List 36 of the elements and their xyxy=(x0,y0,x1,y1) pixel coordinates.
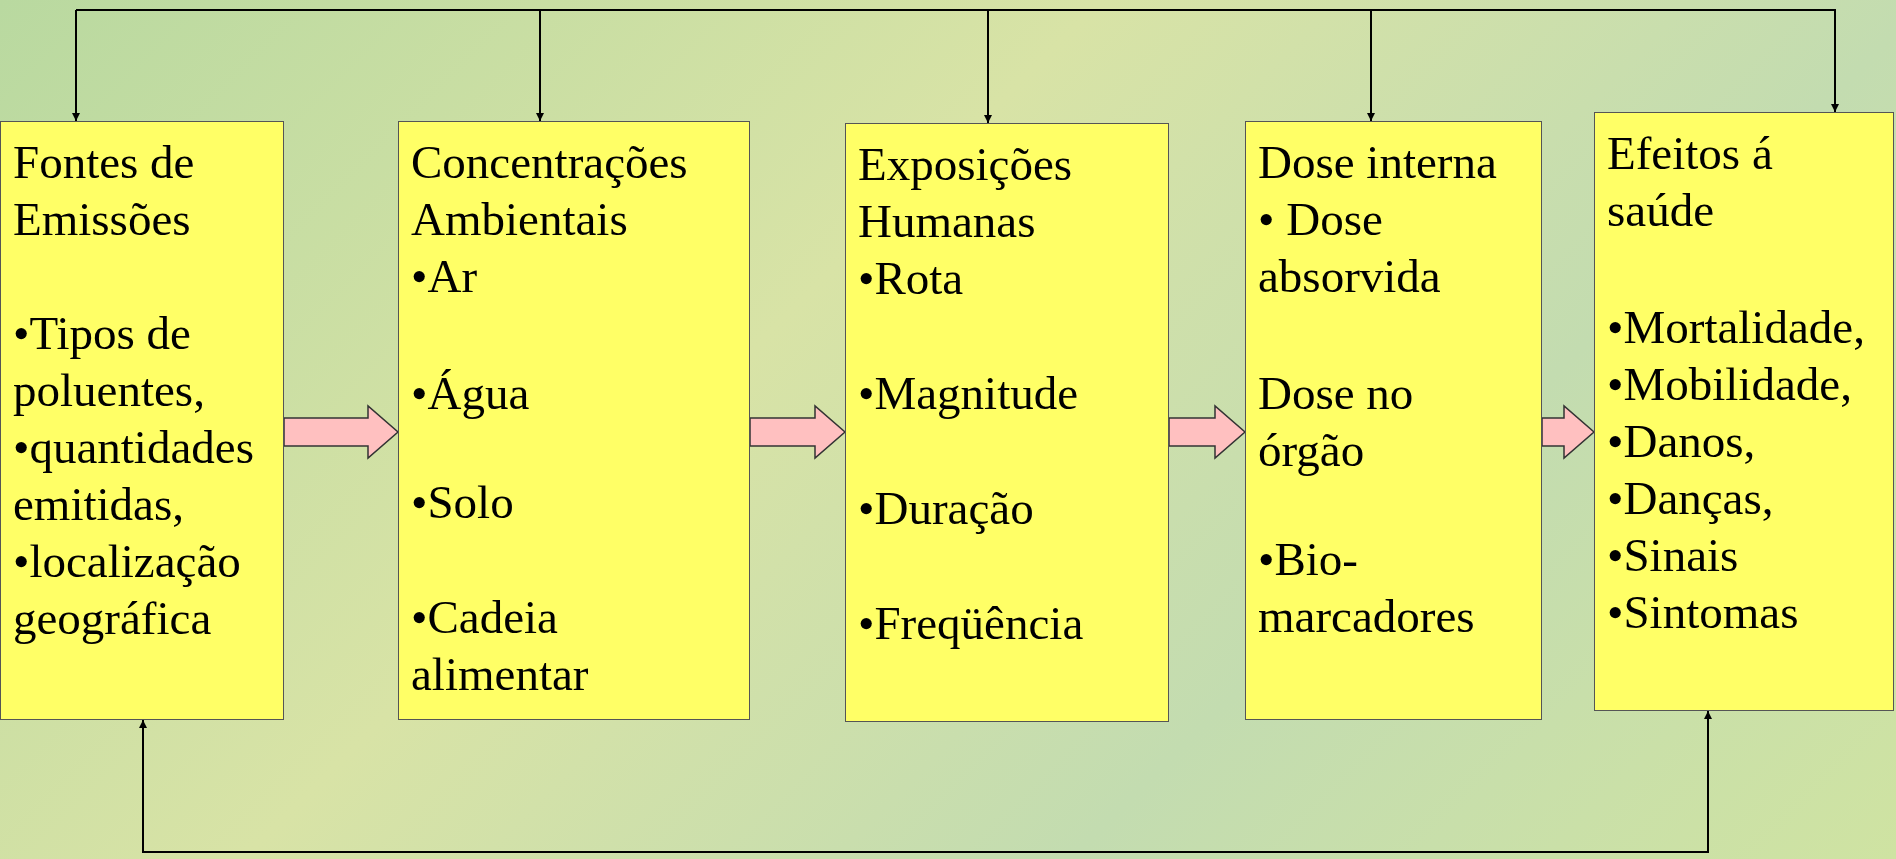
list-item: •Tipos de poluentes, xyxy=(13,306,206,418)
box-heading: Efeitos á saúde xyxy=(1607,126,1774,238)
list-item: •Ar xyxy=(411,249,478,304)
list-item: •quantidades emitidas, xyxy=(13,420,255,532)
list-item: •Danças, xyxy=(1607,471,1774,526)
list-item: •Cadeia alimentar xyxy=(411,590,590,702)
list-item: •Sintomas xyxy=(1607,585,1799,640)
list-item: •Bio-marcadores xyxy=(1258,532,1476,644)
list-item: •Mortalidade, xyxy=(1607,300,1865,355)
process-box xyxy=(1594,112,1894,711)
process-box xyxy=(845,123,1169,722)
list-item: •Danos, xyxy=(1607,414,1756,469)
block-arrow xyxy=(749,404,847,460)
list-item: •Duração xyxy=(858,481,1034,536)
block-arrow xyxy=(283,404,400,460)
arrow xyxy=(139,710,1712,853)
box-heading: Dose interna xyxy=(1258,135,1497,190)
process-box xyxy=(1245,121,1542,720)
list-item: •Solo xyxy=(411,475,514,530)
list-item: •Rota xyxy=(858,251,964,306)
list-item: •localização geográfica xyxy=(13,534,242,646)
list-item: Dose no órgão xyxy=(1258,366,1415,478)
process-box xyxy=(398,121,750,720)
list-item: • Dose absorvida xyxy=(1258,192,1442,304)
box-heading: Exposições Humanas xyxy=(858,137,1074,249)
list-item: •Água xyxy=(411,366,530,421)
box-heading: Concentrações Ambientais xyxy=(411,135,689,247)
arrow xyxy=(72,9,80,122)
list-item: •Freqüência xyxy=(858,596,1084,651)
box-heading: Fontes de Emissões xyxy=(13,135,196,247)
list-item: •Magnitude xyxy=(858,366,1079,421)
block-arrow xyxy=(1541,404,1596,460)
block-arrow xyxy=(1168,404,1247,460)
list-item: •Mobilidade, xyxy=(1607,357,1852,412)
list-item: •Sinais xyxy=(1607,528,1739,583)
process-box xyxy=(0,121,284,720)
